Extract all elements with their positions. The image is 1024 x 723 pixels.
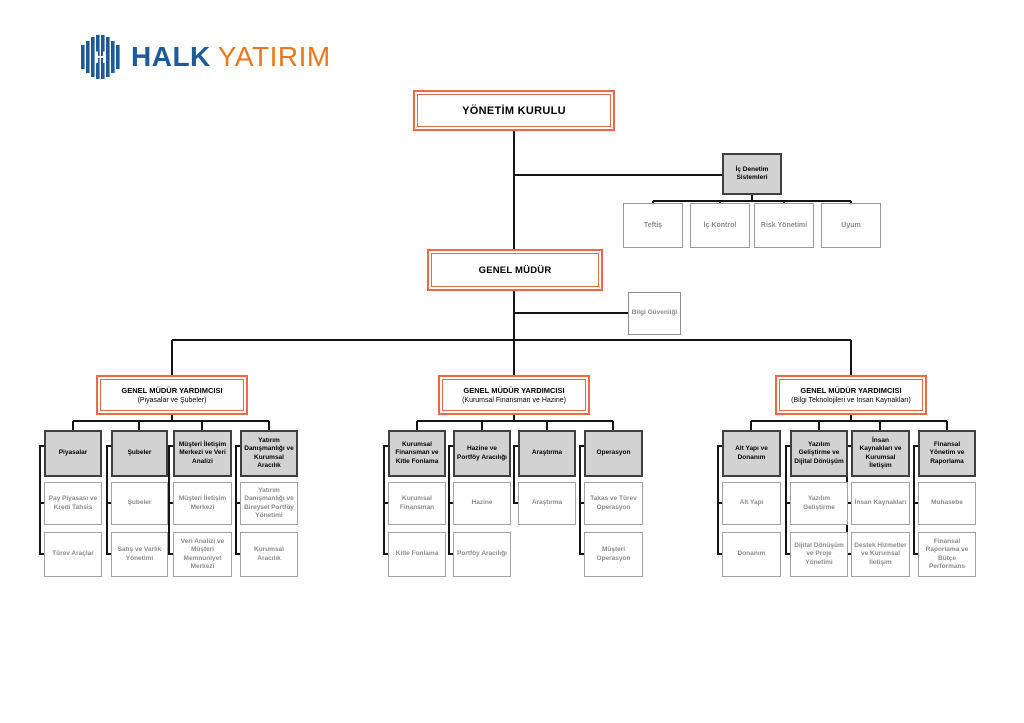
org-box-deputy-it-hr: GENEL MÜDÜR YARDIMCISI (Bilgi Teknolojil…	[775, 375, 927, 415]
org-unit-header: İnsan Kaynakları ve Kurumsal İletişim	[851, 430, 910, 477]
org-unit-header: Şubeler	[111, 430, 168, 477]
org-box-deputy-markets: GENEL MÜDÜR YARDIMCISI (Piyasalar ve Şub…	[96, 375, 248, 415]
org-unit-child: Portföy Aracılığı	[453, 532, 511, 577]
org-unit-child: Araştırma	[518, 482, 576, 525]
org-unit-child: İnsan Kaynakları	[851, 482, 910, 525]
org-box-audit-teftis: Teftiş	[623, 203, 683, 248]
svg-text:H: H	[94, 48, 106, 67]
org-unit-header: Araştırma	[518, 430, 576, 477]
brand-name-secondary: YATIRIM	[217, 41, 331, 72]
org-unit-child: Alt Yapı	[722, 482, 781, 525]
org-unit-child: Kurumsal Finansman	[388, 482, 446, 525]
org-unit-child: Destek Hizmetler ve Kurumsal İletişim	[851, 532, 910, 577]
org-unit-child: Müşteri İletişim Merkezi	[173, 482, 232, 525]
deputy-subtitle: (Piyasalar ve Şubeler)	[137, 396, 207, 404]
org-unit-child: Hazine	[453, 482, 511, 525]
org-unit-child: Müşteri Operasyon	[584, 532, 643, 577]
org-unit-header: Operasyon	[584, 430, 643, 477]
org-unit-header: Yazılım Geliştirme ve Dijital Dönüşüm	[790, 430, 848, 477]
deputy-subtitle: (Kurumsal Finansman ve Hazine)	[462, 396, 566, 404]
org-unit-child: Şubeler	[111, 482, 168, 525]
org-box-info-security: Bilgi Güvenliği	[628, 292, 681, 335]
deputy-title: GENEL MÜDÜR YARDIMCISI	[463, 385, 565, 395]
org-box-audit-risk-yonetimi: Risk Yönetimi	[754, 203, 814, 248]
brand-name-primary: HALK	[131, 41, 211, 72]
halk-logo-icon: H	[81, 35, 120, 79]
deputy-title: GENEL MÜDÜR YARDIMCISI	[121, 385, 223, 395]
org-box-internal-audit: İç Denetim Sistemleri	[722, 153, 782, 195]
deputy-subtitle: (Bilgi Teknolojileri ve İnsan Kaynakları…	[791, 396, 911, 404]
org-unit-child: Muhasebe	[918, 482, 976, 525]
org-unit-child: Takas ve Türev Operasyon	[584, 482, 643, 525]
org-unit-child: Pay Piyasası ve Kredi Tahsis	[44, 482, 102, 525]
org-unit-header: Alt Yapı ve Donanım	[722, 430, 781, 477]
org-unit-child: Satış ve Varlık Yönetimi	[111, 532, 168, 577]
org-unit-child: Donanım	[722, 532, 781, 577]
org-unit-child: Veri Analizi ve Müşteri Memnuniyet Merke…	[173, 532, 232, 577]
org-unit-child: Dijital Dönüşüm ve Proje Yönetimi	[790, 532, 848, 577]
org-unit-header: Kurumsal Finansman ve Kitle Fonlama	[388, 430, 446, 477]
org-unit-child: Finansal Raporlama ve Bütçe Performans	[918, 532, 976, 577]
org-box-deputy-corporate-finance: GENEL MÜDÜR YARDIMCISI (Kurumsal Finansm…	[438, 375, 590, 415]
org-box-audit-ic-kontrol: İç Kontrol	[690, 203, 750, 248]
org-box-board: YÖNETİM KURULU	[413, 90, 615, 131]
org-unit-header: Piyasalar	[44, 430, 102, 477]
org-unit-child: Kitle Fonlama	[388, 532, 446, 577]
org-unit-header: Hazine ve Portföy Aracılığı	[453, 430, 511, 477]
org-unit-header: Yatırım Danışmanlığı ve Kurumsal Aracılı…	[240, 430, 298, 477]
org-box-general-manager: GENEL MÜDÜR	[427, 249, 603, 291]
org-unit-child: Yatırım Danışmanlığı ve Bireysel Portföy…	[240, 482, 298, 525]
deputy-title: GENEL MÜDÜR YARDIMCISI	[800, 385, 902, 395]
org-box-audit-uyum: Uyum	[821, 203, 881, 248]
org-unit-header: Müşteri İletişim Merkezi ve Veri Analizi	[173, 430, 232, 477]
org-unit-child: Yazılım Geliştirme	[790, 482, 848, 525]
org-unit-child: Türev Araçlar	[44, 532, 102, 577]
org-unit-child: Kurumsal Aracılık	[240, 532, 298, 577]
org-unit-header: Finansal Yönetim ve Raporlama	[918, 430, 976, 477]
